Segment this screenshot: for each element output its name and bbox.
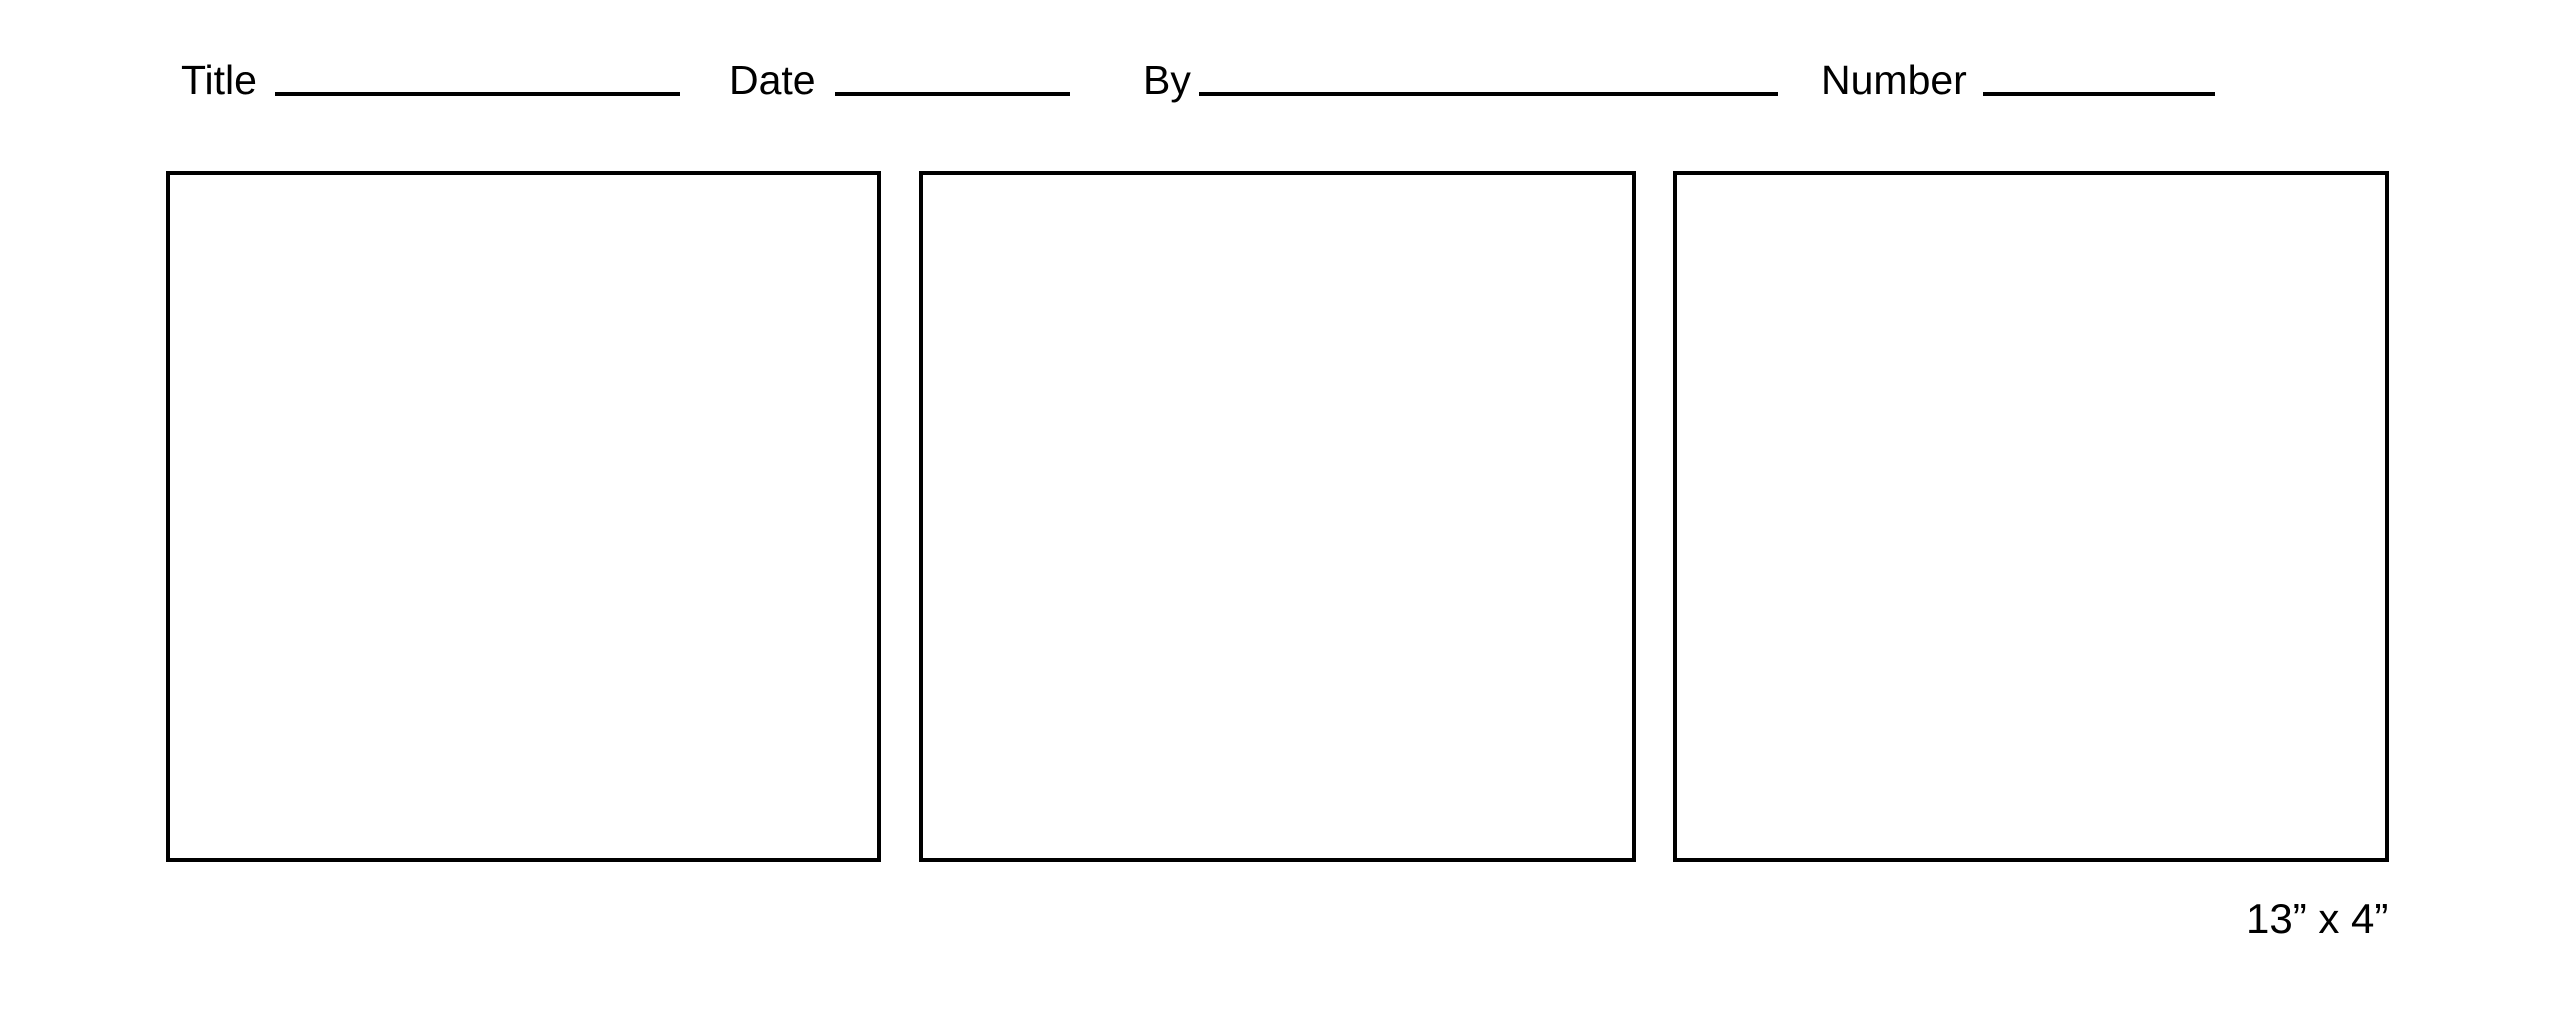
by-label: By bbox=[1143, 57, 1191, 103]
number-field[interactable] bbox=[1983, 92, 2215, 96]
dimensions-label: 13” x 4” bbox=[2246, 895, 2389, 942]
storyboard-panel-2[interactable] bbox=[919, 171, 1636, 862]
storyboard-panel-3[interactable] bbox=[1673, 171, 2389, 862]
title-label: Title bbox=[181, 57, 257, 103]
date-field[interactable] bbox=[835, 92, 1070, 96]
date-label: Date bbox=[729, 57, 816, 103]
storyboard-panel-1[interactable] bbox=[166, 171, 881, 862]
number-label: Number bbox=[1821, 57, 1967, 103]
by-field[interactable] bbox=[1199, 92, 1778, 96]
title-field[interactable] bbox=[275, 92, 680, 96]
